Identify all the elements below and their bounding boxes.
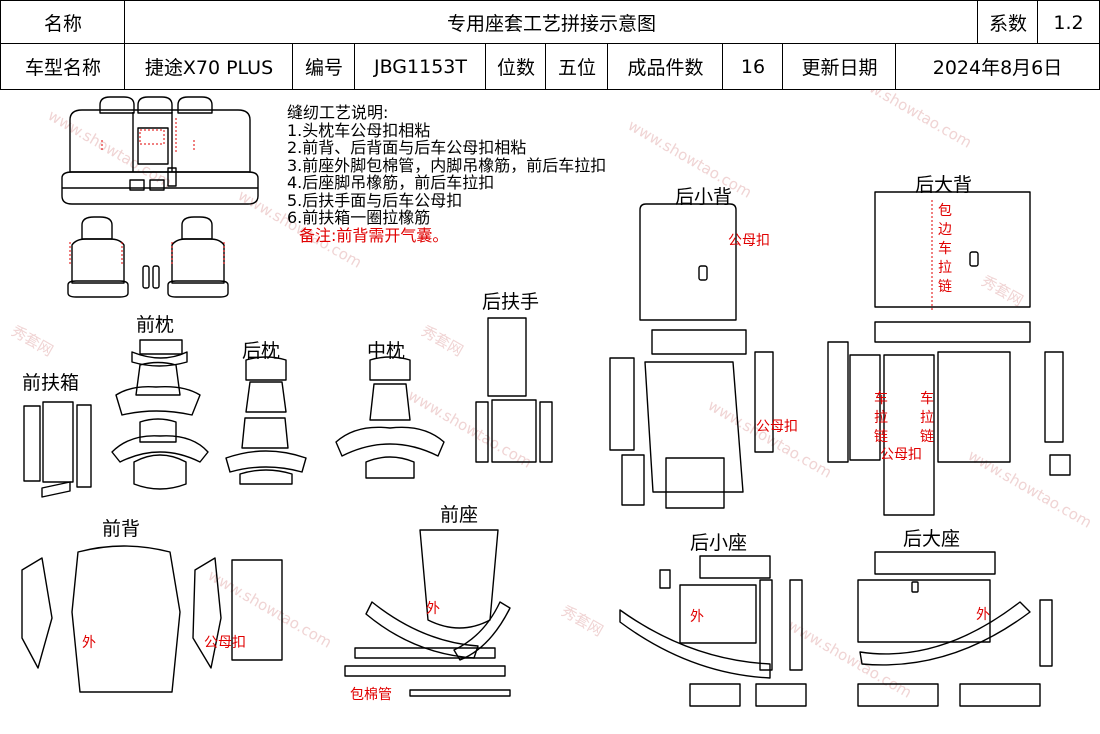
annotation-snap: 公母扣 xyxy=(756,419,798,435)
header-table: 名称 专用座套工艺拼接示意图 系数 1.2 车型名称 捷途X70 PLUS 编号… xyxy=(0,0,1100,90)
label-front-headrest: 前枕 xyxy=(136,314,175,336)
label-front-seat: 前座 xyxy=(440,504,479,526)
annotation-snap: 公母扣 xyxy=(728,233,770,249)
label-front-armbox: 前扶箱 xyxy=(22,372,80,394)
annotation-snap: 公母扣 xyxy=(204,635,246,651)
label-rear-headrest: 后枕 xyxy=(242,340,281,362)
annotation-wrap-zip: 包边车拉链 xyxy=(938,203,952,295)
rear-big-back-pieces xyxy=(827,191,1071,516)
name-label-cell: 名称 xyxy=(0,0,126,45)
rear-armrest-pieces xyxy=(475,317,553,463)
sewing-notes: 缝纫工艺说明: 1.头枕车公母扣相粘 2.前背、后背面与后车公母扣相粘 3.前座… xyxy=(287,104,606,244)
code-label-cell: 编号 xyxy=(292,43,356,90)
front-seat-overview xyxy=(67,216,229,298)
front-headrest-pieces xyxy=(111,339,209,490)
front-seat-pieces xyxy=(344,529,511,697)
rear-small-back-pieces xyxy=(609,203,774,509)
code-value-cell: JBG1153T xyxy=(354,43,487,90)
note-item: 2.前背、后背面与后车公母扣相粘 xyxy=(287,138,527,157)
middle-headrest-pieces xyxy=(335,356,445,479)
note-item: 4.后座脚吊橡筋，前后车拉扣 xyxy=(287,173,495,192)
notes-title: 缝纫工艺说明: xyxy=(287,103,389,122)
annotation-zip-right: 车拉链 xyxy=(920,391,934,445)
annotation-outer: 外 xyxy=(426,601,440,617)
note-item: 1.头枕车公母扣相粘 xyxy=(287,120,431,140)
rear-headrest-pieces xyxy=(225,356,307,485)
pieces-value-cell: 16 xyxy=(722,43,784,90)
annotation-snap: 公母扣 xyxy=(880,447,922,463)
label-rear-small-seat: 后小座 xyxy=(690,532,748,554)
annotation-zip-left: 车拉链 xyxy=(874,391,888,445)
label-rear-armrest: 后扶手 xyxy=(482,291,540,313)
rear-bench-overview xyxy=(61,96,259,205)
date-label-cell: 更新日期 xyxy=(782,43,897,90)
annotation-outer: 外 xyxy=(690,609,704,625)
annotation-outer: 外 xyxy=(82,635,96,651)
model-label-cell: 车型名称 xyxy=(0,43,126,90)
note-item: 6.前扶箱一圈拉橡筋 xyxy=(287,208,431,227)
label-front-back: 前背 xyxy=(102,518,141,540)
label-middle-headrest: 中枕 xyxy=(367,340,406,362)
note-item: 3.前座外脚包棉管，内脚吊橡筋，前后车拉扣 xyxy=(287,155,607,175)
coef-label-cell: 系数 xyxy=(977,0,1039,45)
rear-small-seat-pieces xyxy=(619,555,807,707)
note-remark: 备注:前背需开气囊。 xyxy=(299,225,449,245)
front-armbox-pieces xyxy=(23,401,92,498)
pieces-label-cell: 成品件数 xyxy=(607,43,724,90)
label-rear-big-back: 后大背 xyxy=(915,174,973,196)
annotation-cotton-tube: 包棉管 xyxy=(350,687,392,703)
label-rear-big-seat: 后大座 xyxy=(903,528,961,550)
front-back-pieces xyxy=(21,545,283,693)
label-rear-small-back: 后小背 xyxy=(675,186,733,208)
annotation-outer: 外 xyxy=(976,607,990,623)
seats-value-cell: 五位 xyxy=(545,43,609,90)
date-value-cell: 2024年8月6日 xyxy=(895,43,1100,90)
note-item: 5.后扶手面与后车公母扣 xyxy=(287,190,463,210)
seats-label-cell: 位数 xyxy=(485,43,547,90)
model-value-cell: 捷途X70 PLUS xyxy=(124,43,294,90)
rear-big-seat-pieces xyxy=(857,551,1053,707)
